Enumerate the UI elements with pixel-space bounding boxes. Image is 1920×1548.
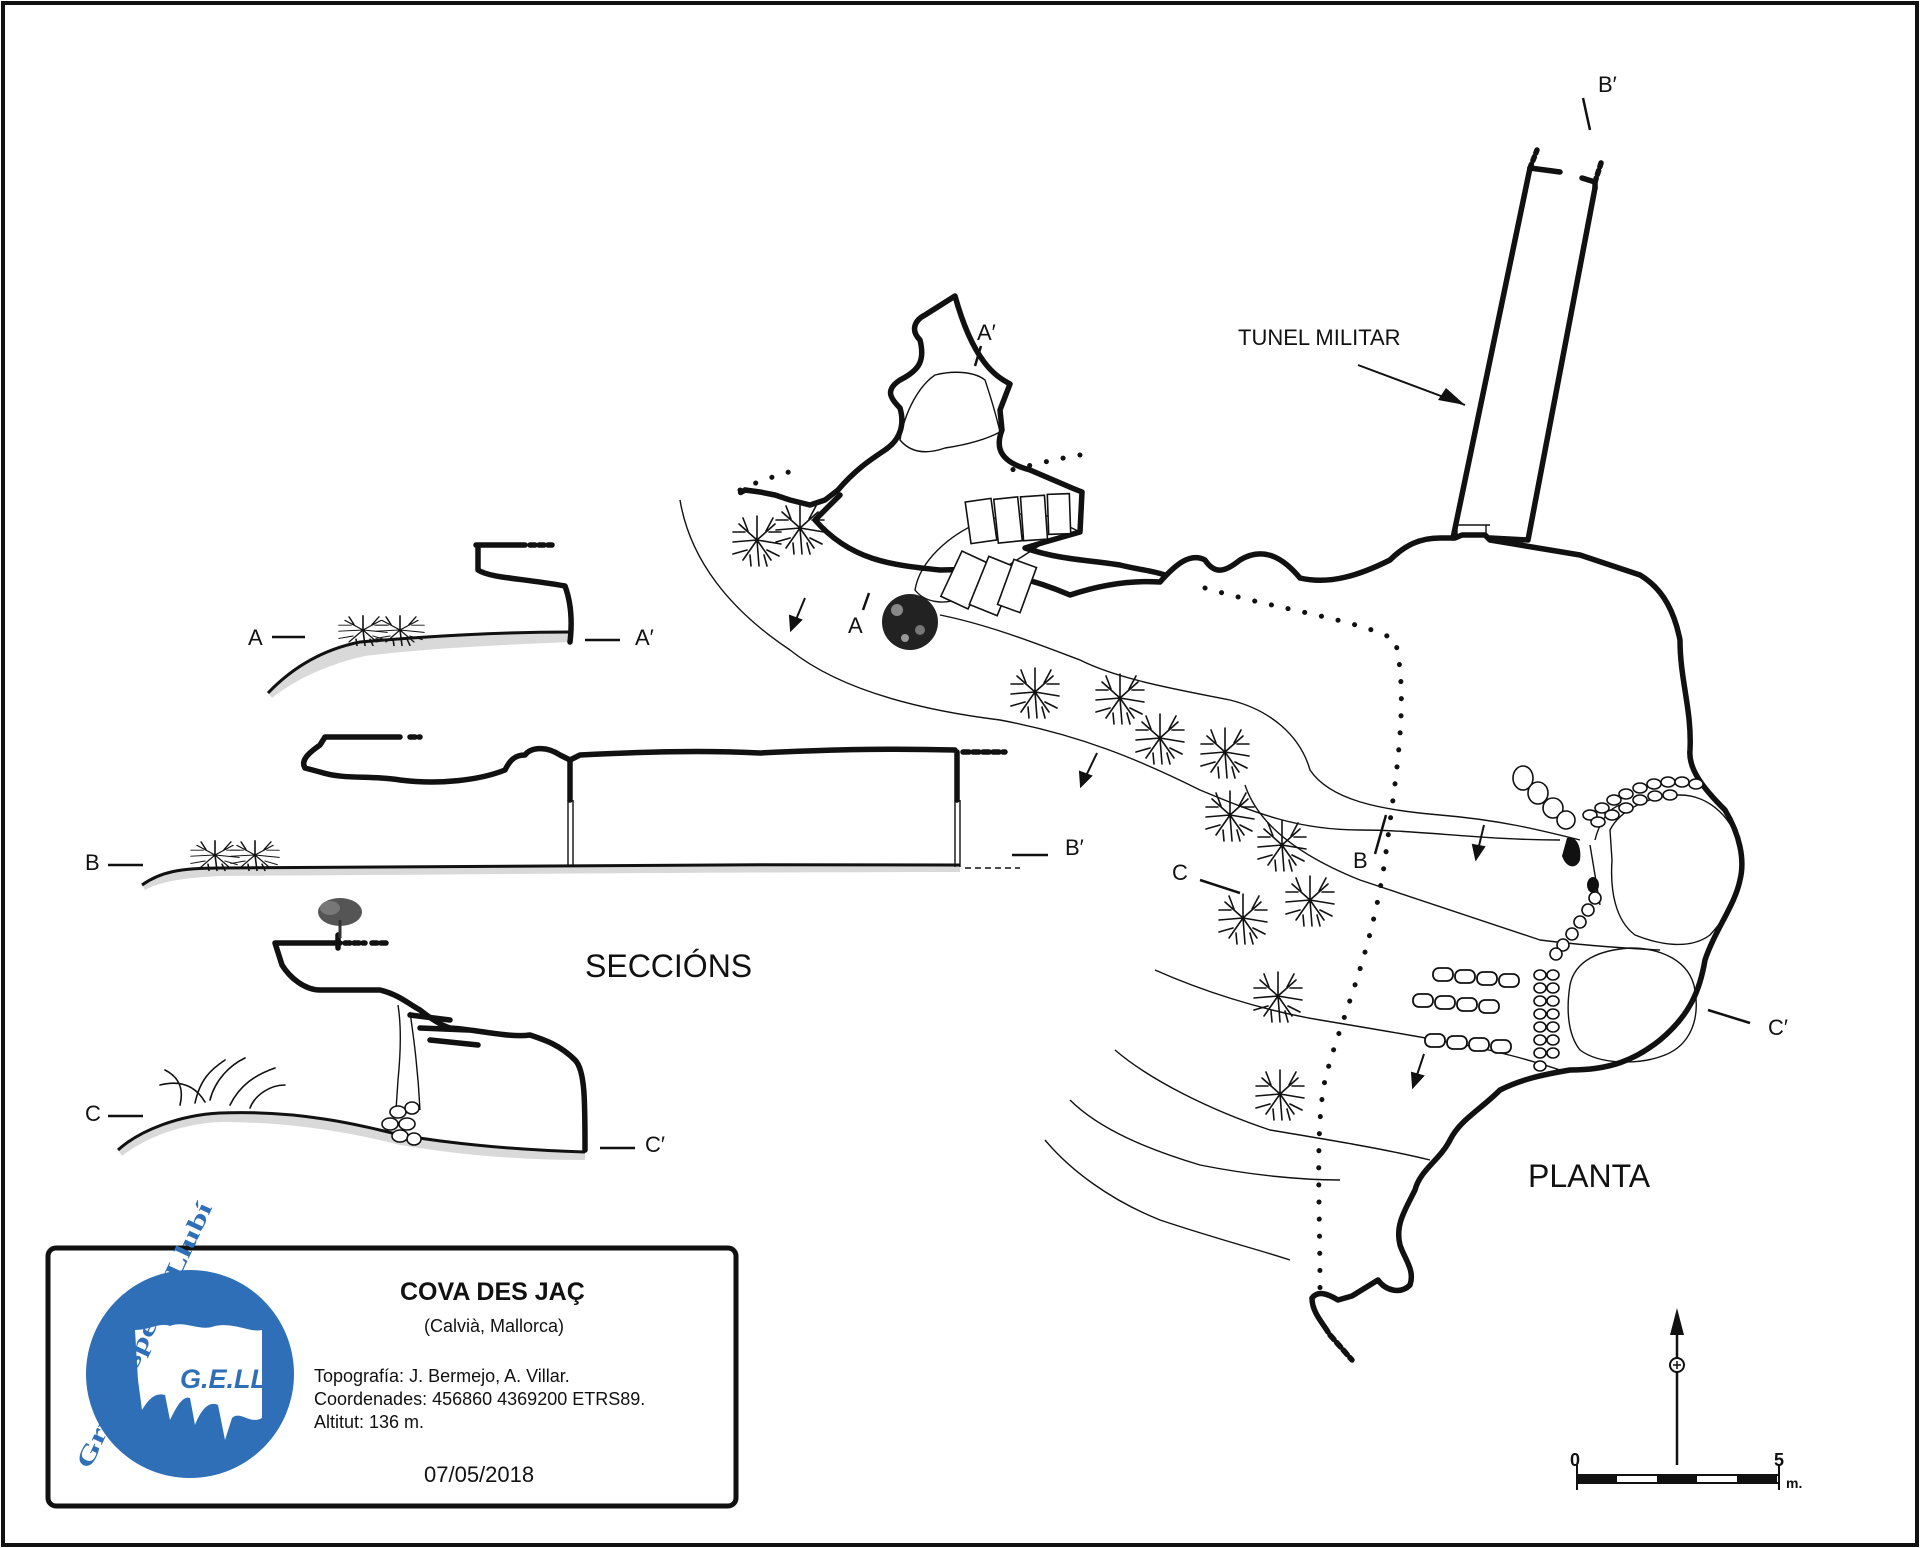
plan-cut-a: A: [848, 613, 863, 638]
survey-date: 07/05/2018: [424, 1462, 534, 1487]
logo-abbrev: G.E.LL.: [180, 1364, 275, 1394]
altitude: Altitut: 136 m.: [314, 1412, 424, 1432]
plan-cut-c: C: [1172, 860, 1188, 885]
slope-arrows: [788, 597, 1486, 1090]
scale-start: 0: [1570, 1450, 1580, 1470]
section-cut-c-prime: C′: [645, 1132, 665, 1157]
section-cut-b-prime: B′: [1065, 835, 1084, 860]
section-cut-c: C: [85, 1101, 101, 1126]
water-pool-lower: [1567, 947, 1697, 1063]
plan-view: A′ A B′ B C C′ TUNEL MILITAR PLANTA: [679, 72, 1788, 1363]
military-tunnel: [1450, 147, 1605, 543]
tunnel-label: TUNEL MILITAR: [1238, 325, 1401, 350]
section-cut-b: B: [85, 850, 100, 875]
dripline: [737, 467, 798, 493]
stone-walls: [1412, 765, 1704, 1072]
section-cut-a: A: [248, 625, 263, 650]
plan-cut-c-prime: C′: [1768, 1015, 1788, 1040]
topography-credit: Topografía: J. Bermejo, A. Villar.: [314, 1366, 570, 1386]
scale-unit: m.: [1786, 1475, 1802, 1491]
plan-cut-b: B: [1353, 848, 1368, 873]
plan-cut-b-prime: B′: [1598, 72, 1617, 97]
coordinates: Coordenades: 456860 4369200 ETRS89.: [314, 1389, 645, 1409]
gell-logo: G.E.LL. Grup Espeleo Llubí: [72, 1198, 294, 1478]
sections-title: SECCIÓNS: [585, 948, 752, 984]
section-views: A A′ B B′: [85, 542, 1084, 1160]
section-cut-a-prime: A′: [635, 625, 654, 650]
section-c: C C′: [85, 898, 665, 1160]
plan-title: PLANTA: [1528, 1158, 1651, 1194]
section-b: B B′: [85, 734, 1084, 890]
north-arrow-icon: [1669, 1308, 1685, 1465]
legend-box: G.E.LL. Grup Espeleo Llubí COVA DES JAÇ …: [45, 1198, 739, 1509]
cave-outline: [812, 492, 1745, 1335]
plan-cut-a-prime: A′: [977, 320, 996, 345]
water-pool-upper: [1609, 794, 1742, 946]
cave-title: COVA DES JAÇ: [400, 1278, 585, 1306]
upper-chamber: [835, 293, 1168, 578]
scale-end: 5: [1774, 1450, 1784, 1470]
plan-vegetation: [732, 503, 1335, 1121]
tree-icon: [882, 594, 938, 650]
scale-bar: 0 5 m.: [1570, 1450, 1802, 1491]
collapse-blocks: [939, 492, 1072, 617]
section-a: A A′: [248, 542, 654, 698]
tree-icon: [318, 898, 362, 938]
cave-location: (Calvià, Mallorca): [424, 1316, 564, 1336]
